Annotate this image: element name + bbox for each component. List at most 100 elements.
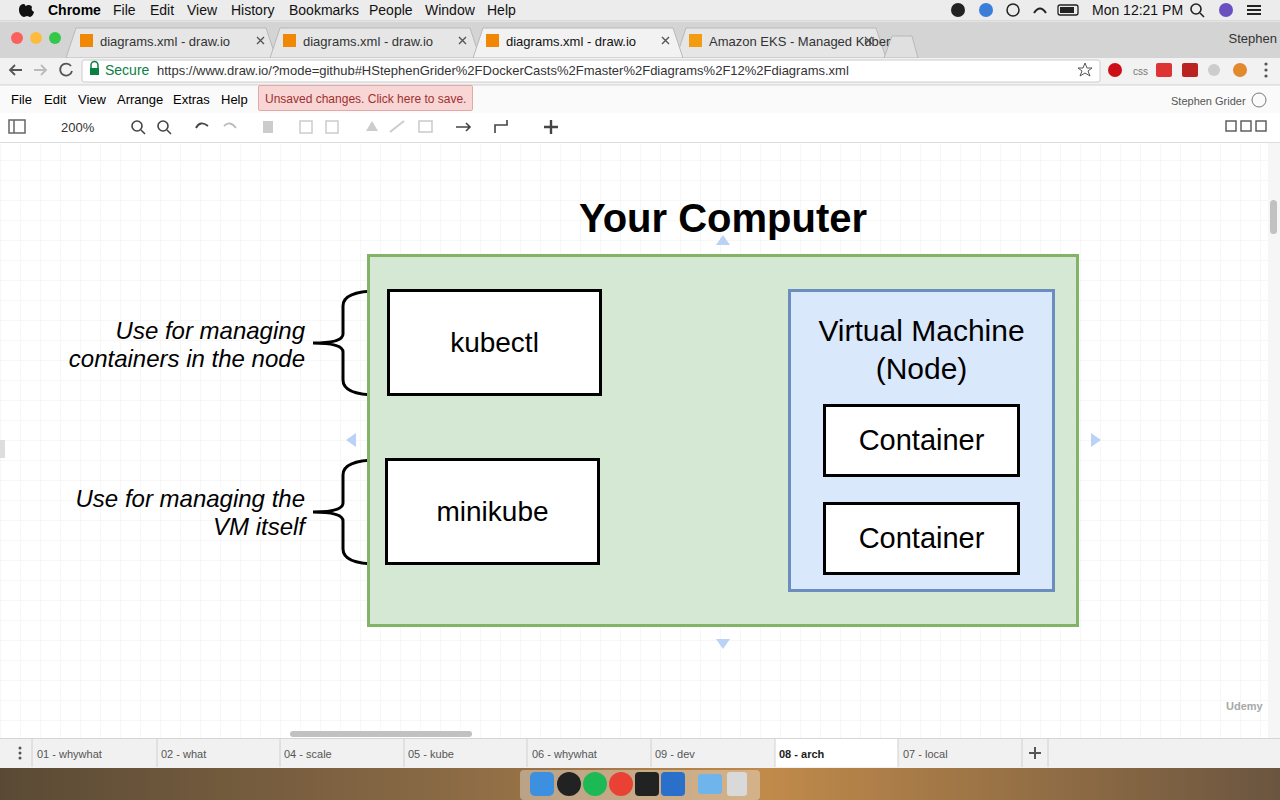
menu-bar (1034, 9, 1046, 14)
dock (727, 772, 747, 796)
page-tabs (1048, 739, 1049, 767)
tab-strip (66, 28, 276, 58)
page-tab: 09 - dev (655, 748, 695, 760)
menu-bar (1219, 3, 1233, 17)
app-toolbar (0, 113, 1280, 143)
address-bar (1182, 63, 1198, 77)
menu-item-holder: View (78, 90, 106, 108)
app-toolbar (141, 130, 145, 134)
page-tab: 01 - whywhat (37, 748, 102, 760)
menu-bar (1247, 9, 1261, 11)
page-tabs (404, 739, 405, 767)
menu-item-holder: People (369, 1, 413, 19)
dock (635, 772, 659, 796)
tab-strip (11, 32, 23, 44)
menu-item-holder: History (231, 1, 275, 19)
annotation: Use for managing containers in the node (55, 317, 305, 373)
extension-icon-holder: css (1133, 61, 1148, 79)
menu-bar (1191, 4, 1201, 14)
menu-item-holder: Edit (150, 1, 174, 19)
page-tab-holder: 09 - dev (655, 744, 695, 762)
tab-strip (30, 32, 42, 44)
tool-box: minikube (385, 458, 600, 565)
clock: Mon 12:21 PM (1092, 2, 1183, 18)
menu-item: Extras (173, 92, 210, 107)
menu-item-holder: File (11, 90, 32, 108)
zoom-level: 200% (61, 120, 94, 135)
save-notice-holder: Unsaved changes. Click here to save. (258, 85, 473, 111)
drawing-canvas (0, 440, 5, 458)
address-bar (0, 85, 1280, 86)
page-tab-holder: 06 - whywhat (532, 744, 597, 762)
app-toolbar (0, 86, 1280, 143)
clock-holder: Mon 12:21 PM (1092, 1, 1183, 19)
tab-strip (473, 28, 683, 58)
app-toolbar (167, 130, 171, 134)
dock (583, 772, 607, 796)
page-tabs (898, 739, 899, 767)
box-label: minikube (436, 495, 548, 529)
menu-item: Edit (150, 2, 174, 18)
selection-handle (716, 639, 730, 649)
dock (530, 772, 554, 796)
address-bar (10, 65, 22, 75)
app-toolbar (366, 121, 378, 131)
menu-bar (1058, 5, 1078, 15)
region-heading: Your Computer (370, 194, 1076, 242)
app-toolbar (1252, 93, 1266, 107)
page-tabs (19, 752, 22, 755)
app-toolbar (1256, 121, 1266, 131)
user-name: Stephen Grider (1171, 95, 1246, 107)
address-bar (0, 58, 1280, 85)
dock (557, 772, 581, 796)
app-toolbar (419, 121, 432, 132)
tab-title: diagrams.xml - draw.io (506, 34, 636, 49)
annotation-holder: Use for managing the VM itself (55, 485, 305, 541)
annotation: Use for managing the VM itself (55, 485, 305, 541)
menu-item: View (187, 2, 217, 18)
app-toolbar (263, 121, 273, 133)
tab-title-holder: diagrams.xml - draw.io (506, 32, 636, 50)
app-toolbar (13, 120, 15, 133)
tab-strip (49, 32, 61, 44)
menu-item: Edit (44, 92, 66, 107)
page-tabs (19, 757, 22, 760)
app-toolbar (456, 123, 470, 131)
menu-bar (0, 0, 1280, 21)
app-toolbar (132, 121, 142, 131)
tab-strip (459, 37, 466, 44)
address-bar (1078, 63, 1092, 76)
app-toolbar (158, 121, 168, 131)
tab-title: Amazon EKS - Managed Kuber (709, 34, 890, 49)
dock (520, 770, 760, 800)
page-tabs (32, 739, 1048, 767)
security-badge-holder: Secure (105, 61, 149, 79)
menu-bar (1247, 13, 1261, 15)
dock (0, 768, 1280, 800)
address-bar (34, 65, 46, 75)
page-tabs (775, 739, 898, 767)
selection-handle (346, 433, 356, 447)
watermark-holder: Udemy (1226, 696, 1263, 714)
drawing-canvas (1270, 200, 1277, 234)
box-label: Container (859, 423, 985, 458)
menu-item-holder: Edit (44, 90, 66, 108)
tab-title-holder: diagrams.xml - draw.io (100, 32, 230, 50)
watermark: Udemy (1226, 700, 1263, 712)
app-toolbar (326, 121, 338, 133)
drawing-canvas (290, 731, 472, 737)
tab-title: diagrams.xml - draw.io (100, 34, 230, 49)
save-notice: Unsaved changes. Click here to save. (265, 92, 466, 106)
page-tabs (1022, 739, 1023, 767)
menu-item-holder: Bookmarks (289, 1, 359, 19)
menu-item: Window (425, 2, 475, 18)
address-bar (1264, 68, 1267, 71)
container-box: Container (823, 502, 1020, 575)
menu-item-holder: Arrange (117, 90, 163, 108)
page-tabs (651, 739, 652, 767)
menu-item-holder: Help (221, 90, 248, 108)
page-tab: 02 - what (161, 748, 206, 760)
menu-item: Bookmarks (289, 2, 359, 18)
page-tabs (1029, 747, 1041, 759)
